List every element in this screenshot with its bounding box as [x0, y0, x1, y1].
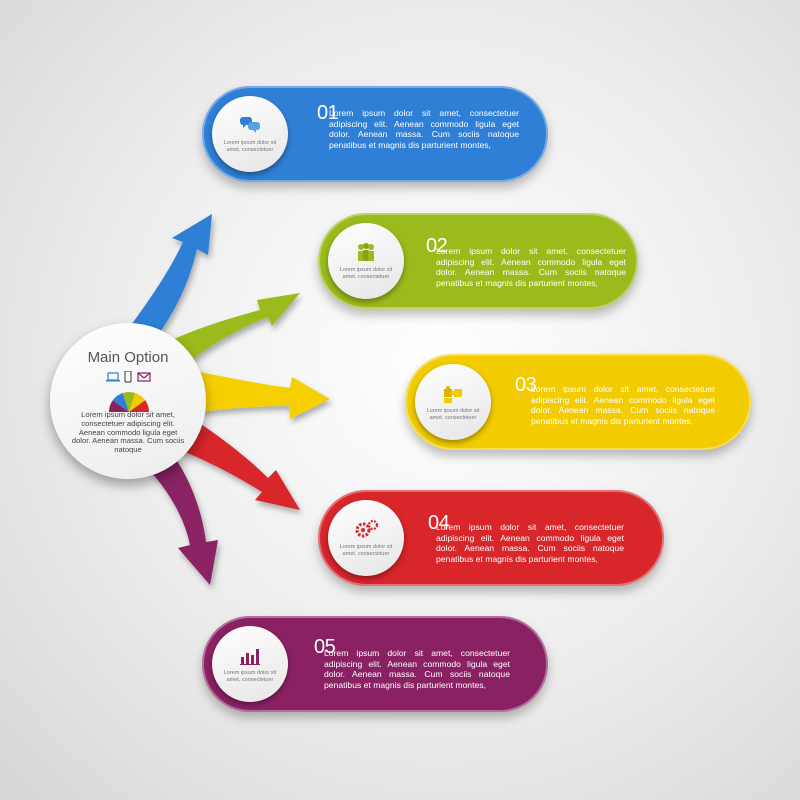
- option-03-text: Lorem ipsum dolor sit amet, consectetuer…: [531, 384, 715, 426]
- option-02-badge: Lorem ipsum dolor sit amet, consectetuer: [328, 223, 404, 299]
- gears-icon: [355, 519, 379, 538]
- puzzle-icon: [444, 386, 462, 403]
- option-03-number: 03: [515, 374, 537, 396]
- option-03-badge: Lorem ipsum dolor sit amet, consectetuer: [415, 364, 491, 440]
- option-01-text: Lorem ipsum dolor sit amet, consectetuer…: [329, 108, 519, 150]
- option-01[interactable]: Lorem ipsum dolor sit amet, consectetuer…: [202, 86, 548, 182]
- option-05-badge: Lorem ipsum dolor sit amet, consectetuer: [212, 626, 288, 702]
- option-05-text: Lorem ipsum dolor sit amet, consectetuer…: [324, 648, 510, 690]
- option-02[interactable]: Lorem ipsum dolor sit amet, consectetuer…: [318, 213, 638, 309]
- option-02-caption: Lorem ipsum dolor sit amet, consectetuer: [339, 267, 393, 280]
- arrow-01: [120, 214, 212, 345]
- gauge-icon: [108, 392, 150, 412]
- option-04-caption: Lorem ipsum dolor sit amet, consectetuer: [339, 544, 393, 557]
- option-01-number: 01: [317, 102, 339, 124]
- arrow-05: [140, 458, 218, 585]
- main-option-title: Main Option: [87, 349, 169, 366]
- main-option-text: Lorem ipsum dolor sit amet, consectetuer…: [71, 410, 185, 455]
- option-04-number: 04: [428, 512, 450, 534]
- people-group-icon: [358, 243, 374, 261]
- option-04-badge: Lorem ipsum dolor sit amet, consectetuer: [328, 500, 404, 576]
- chat-bubbles-icon: [240, 117, 260, 133]
- option-03[interactable]: Lorem ipsum dolor sit amet, consectetuer…: [405, 354, 751, 450]
- option-02-number: 02: [426, 235, 448, 257]
- arrow-04: [180, 420, 300, 510]
- arrow-03: [190, 370, 330, 419]
- option-05-caption: Lorem ipsum dolor sit amet, consectetuer: [223, 670, 277, 683]
- devices-icon: [106, 371, 151, 383]
- option-03-caption: Lorem ipsum dolor sit amet, consectetuer: [426, 408, 480, 421]
- option-04[interactable]: Lorem ipsum dolor sit amet, consectetuer…: [318, 490, 664, 586]
- option-04-text: Lorem ipsum dolor sit amet, consectetuer…: [436, 522, 624, 564]
- option-05[interactable]: Lorem ipsum dolor sit amet, consectetuer…: [202, 616, 548, 712]
- option-01-badge: Lorem ipsum dolor sit amet, consectetuer: [212, 96, 288, 172]
- option-05-number: 05: [314, 636, 336, 658]
- option-02-text: Lorem ipsum dolor sit amet, consectetuer…: [436, 246, 626, 288]
- main-option-hub[interactable]: Main Option Lorem ipsum dolor sit amet, …: [50, 323, 206, 479]
- option-01-caption: Lorem ipsum dolor sit amet, consectetuer: [223, 140, 277, 153]
- bar-chart-icon: [240, 649, 260, 665]
